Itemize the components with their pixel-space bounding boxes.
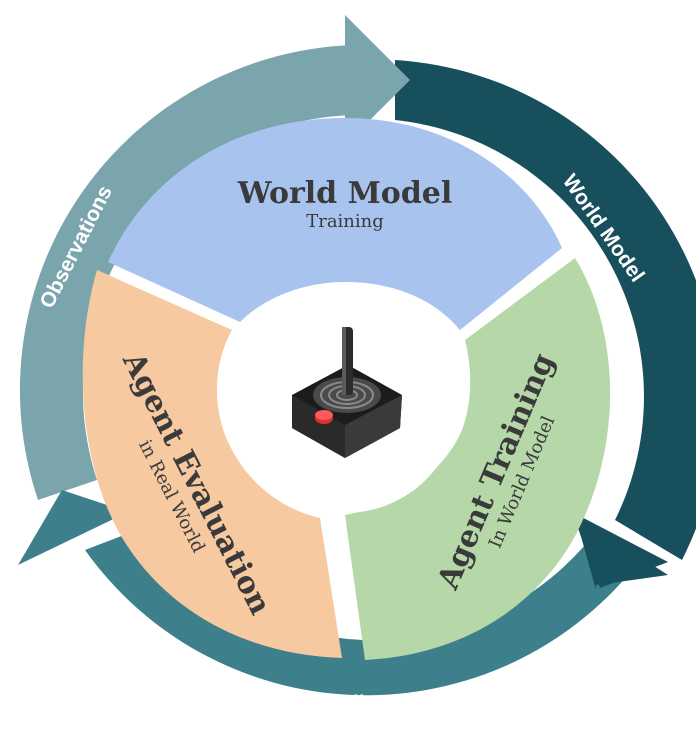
world-model-arrow-head-tip [572, 512, 668, 588]
outer-ring [18, 15, 696, 696]
inner-segments [82, 118, 611, 660]
observations-ring-arc [19, 45, 355, 500]
world-model-subtitle: Training [306, 211, 384, 232]
world-model-title: World Model [237, 176, 453, 211]
policy-ring-label: Policy [326, 692, 388, 715]
agent-evaluation-segment [82, 270, 343, 658]
world-model-segment-label: World Model Training [237, 176, 453, 232]
observations-arrow-head [345, 15, 410, 145]
world-model-ring-arc [395, 60, 696, 560]
world-model-segment [108, 118, 562, 330]
policy-ring-arc [85, 525, 628, 696]
joystick-icon [292, 327, 402, 458]
agent-training-segment [345, 258, 611, 660]
policy-arrow-head [18, 490, 128, 565]
